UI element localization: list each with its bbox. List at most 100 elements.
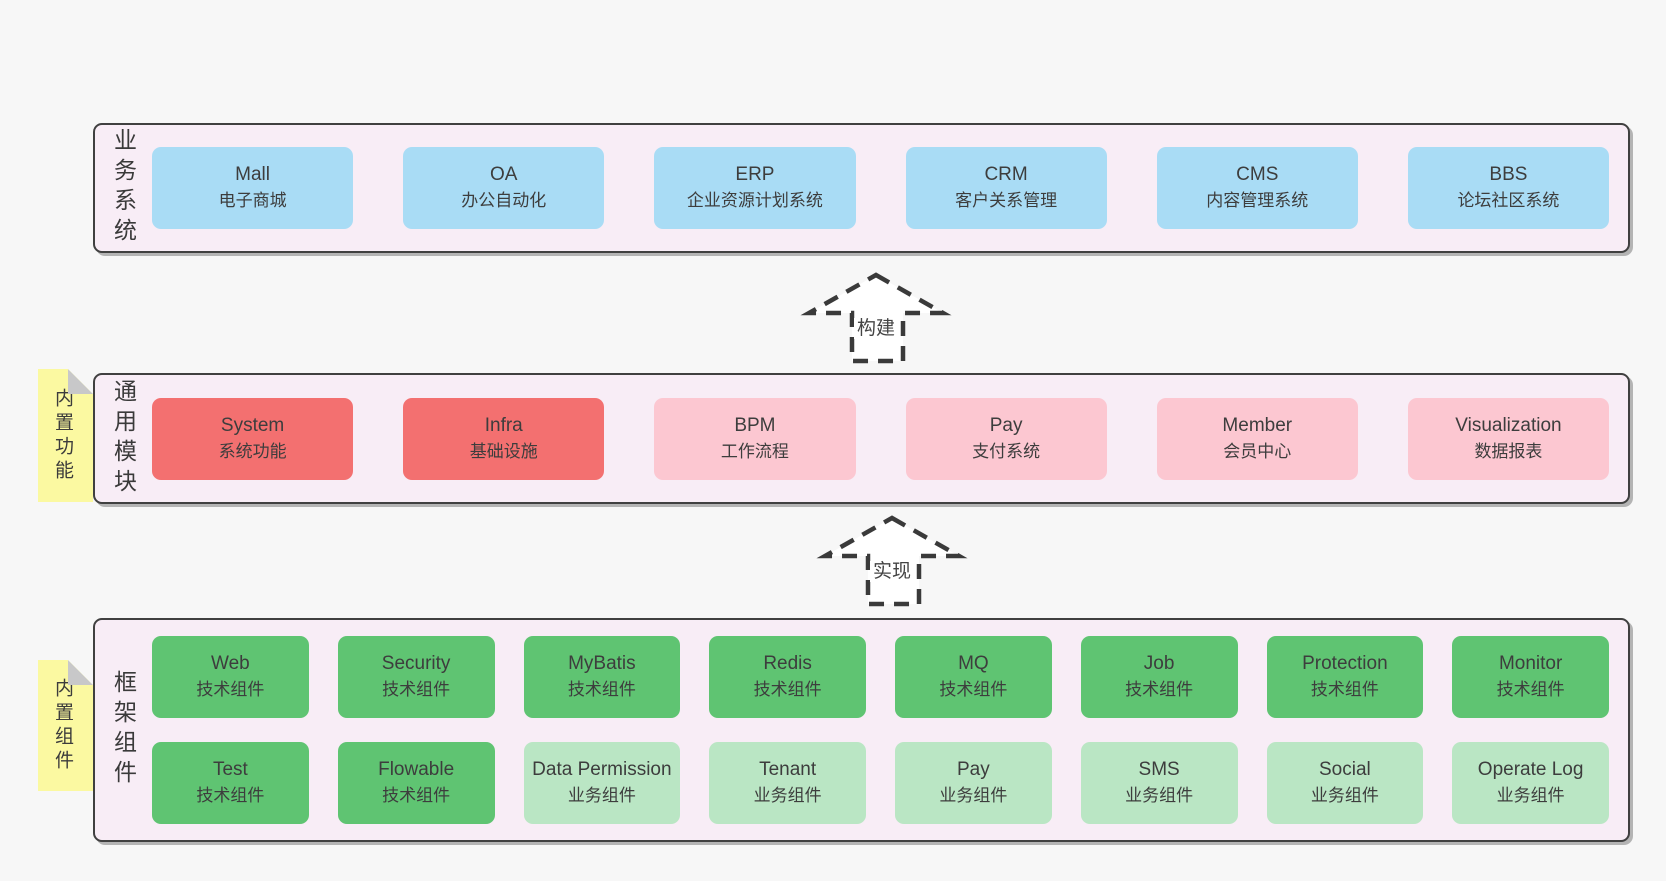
box-erp: ERP 企业资源计划系统: [654, 147, 856, 229]
box-subtitle: 办公自动化: [461, 191, 547, 210]
box-operate-log: Operate Log 业务组件: [1452, 742, 1609, 824]
box-subtitle: 工作流程: [720, 441, 789, 461]
box-title: Member: [1222, 414, 1293, 436]
box-monitor: Monitor 技术组件: [1452, 636, 1609, 718]
framework-row-business: Test 技术组件 Flowable 技术组件 Data Permission …: [152, 742, 1609, 824]
box-title: Test: [212, 759, 248, 780]
box-mq: MQ 技术组件: [895, 636, 1052, 718]
box-title: MyBatis: [568, 653, 636, 674]
box-title: Web: [211, 653, 250, 674]
box-title: Protection: [1302, 653, 1388, 674]
box-subtitle: 系统功能: [218, 441, 287, 461]
box-pay-system: Pay 支付系统: [905, 397, 1107, 480]
section-business-systems: 业务系统 Mall 电子商城 OA 办公自动化 ERP 企业资源计划系统 CRM…: [93, 123, 1630, 253]
implement-arrow-icon: 实现: [816, 515, 968, 607]
sticky-note-built-in-functions: 内置功能: [38, 369, 93, 502]
box-title: BPM: [734, 414, 776, 436]
box-bpm: BPM 工作流程: [654, 397, 856, 480]
box-subtitle: 技术组件: [196, 680, 265, 699]
box-title: Pay: [957, 759, 990, 780]
framework-components-boxes: Web 技术组件 Security 技术组件 MyBatis 技术组件 Redi…: [152, 620, 1628, 840]
box-mybatis: MyBatis 技术组件: [523, 636, 681, 718]
box-web: Web 技术组件: [152, 636, 309, 718]
sticky-note-label: 内置功能: [52, 387, 73, 484]
box-bbs: BBS 论坛社区系统: [1407, 147, 1610, 229]
box-pay-component: Pay 业务组件: [895, 742, 1052, 824]
box-system: System 系统功能: [152, 397, 354, 480]
box-visualization: Visualization 数据报表: [1407, 397, 1610, 480]
box-security: Security 技术组件: [337, 636, 495, 718]
arrow-label-text: 实现: [869, 561, 914, 582]
box-tenant: Tenant 业务组件: [709, 742, 866, 824]
box-subtitle: 论坛社区系统: [1457, 191, 1560, 210]
box-title: MQ: [958, 653, 989, 674]
box-subtitle: 企业资源计划系统: [686, 191, 823, 210]
box-oa: OA 办公自动化: [403, 147, 605, 229]
section-label-text: 框架组件: [110, 670, 137, 790]
section-common-modules: 通用模块 System 系统功能 Infra 基础设施 BPM 工作流程 Pay…: [93, 373, 1630, 504]
section-label-business-systems: 业务系统: [95, 125, 152, 251]
box-subtitle: 业务组件: [567, 786, 636, 805]
box-test: Test 技术组件: [152, 742, 309, 824]
box-subtitle: 业务组件: [939, 786, 1008, 805]
box-subtitle: 支付系统: [972, 441, 1041, 461]
box-redis: Redis 技术组件: [709, 636, 866, 718]
build-arrow-label: 构建: [806, 313, 946, 340]
box-title: Mall: [235, 164, 270, 185]
box-data-permission: Data Permission 业务组件: [523, 742, 681, 824]
box-title: Visualization: [1455, 414, 1562, 436]
box-subtitle: 技术组件: [939, 680, 1008, 699]
box-title: Operate Log: [1477, 759, 1584, 780]
box-title: Security: [381, 653, 451, 674]
box-title: Monitor: [1498, 653, 1563, 674]
box-subtitle: 客户关系管理: [955, 191, 1058, 210]
section-label-text: 通用模块: [110, 378, 137, 499]
box-subtitle: 内容管理系统: [1206, 191, 1309, 210]
box-infra: Infra 基础设施: [403, 397, 605, 480]
section-label-common-modules: 通用模块: [95, 375, 152, 502]
box-title: Job: [1143, 653, 1175, 674]
box-title: Tenant: [759, 759, 817, 780]
common-modules-boxes: System 系统功能 Infra 基础设施 BPM 工作流程 Pay 支付系统…: [152, 375, 1628, 502]
section-label-text: 业务系统: [110, 128, 137, 248]
sticky-note-built-in-components: 内置组件: [38, 660, 93, 791]
folded-corner-icon: [68, 660, 93, 685]
arrow-label-text: 构建: [853, 318, 898, 339]
box-crm: CRM 客户关系管理: [905, 147, 1107, 229]
box-title: SMS: [1138, 759, 1180, 780]
box-title: Data Permission: [532, 759, 672, 780]
box-subtitle: 技术组件: [1496, 680, 1565, 699]
box-title: ERP: [735, 164, 775, 185]
box-subtitle: 电子商城: [218, 191, 287, 210]
box-title: Pay: [989, 414, 1023, 436]
box-title: CRM: [984, 164, 1028, 185]
box-subtitle: 技术组件: [567, 680, 636, 699]
box-member: Member 会员中心: [1156, 397, 1358, 480]
box-subtitle: 业务组件: [1310, 786, 1379, 805]
box-subtitle: 基础设施: [469, 441, 538, 461]
box-cms: CMS 内容管理系统: [1156, 147, 1358, 229]
box-title: Infra: [484, 414, 523, 436]
box-subtitle: 技术组件: [753, 680, 822, 699]
box-title: System: [220, 414, 285, 436]
box-flowable: Flowable 技术组件: [337, 742, 495, 824]
box-subtitle: 业务组件: [1496, 786, 1565, 805]
box-sms: SMS 业务组件: [1080, 742, 1238, 824]
sticky-note-label: 内置组件: [52, 677, 73, 774]
box-subtitle: 技术组件: [1125, 680, 1194, 699]
box-subtitle: 技术组件: [382, 680, 451, 699]
framework-row-technical: Web 技术组件 Security 技术组件 MyBatis 技术组件 Redi…: [152, 636, 1609, 718]
box-title: Flowable: [378, 759, 455, 780]
box-mall: Mall 电子商城: [152, 147, 354, 229]
business-systems-boxes: Mall 电子商城 OA 办公自动化 ERP 企业资源计划系统 CRM 客户关系…: [152, 125, 1628, 251]
box-title: CMS: [1236, 164, 1279, 185]
box-subtitle: 技术组件: [382, 786, 451, 805]
box-subtitle: 技术组件: [1310, 680, 1379, 699]
box-subtitle: 会员中心: [1223, 441, 1292, 461]
section-label-framework-components: 框架组件: [95, 620, 152, 840]
folded-corner-icon: [68, 369, 93, 394]
box-title: OA: [490, 164, 518, 185]
box-title: Redis: [763, 653, 812, 674]
build-arrow-icon: 构建: [800, 272, 952, 364]
